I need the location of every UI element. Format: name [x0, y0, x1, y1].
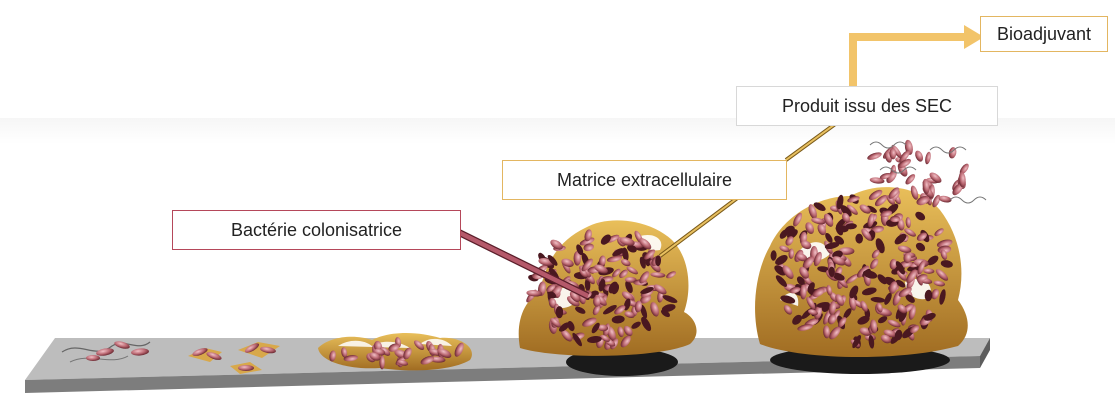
- label-bioadjuvant: Bioadjuvant: [980, 16, 1108, 52]
- flagellum: [930, 147, 966, 153]
- bacterium-cell: [924, 151, 932, 165]
- flagellum: [950, 197, 986, 203]
- label-extracellular-matrix: Matrice extracellulaire: [502, 160, 787, 200]
- bacterium-cell: [938, 195, 952, 204]
- arrow-to-bioadjuvant: [853, 25, 984, 88]
- label-eps-product: Produit issu des SEC: [736, 86, 998, 126]
- bacterium-cell: [556, 306, 564, 318]
- bacterium-cell: [914, 149, 925, 162]
- bacterium-cell: [866, 151, 882, 162]
- pointer-matrix-inner: [660, 196, 740, 256]
- stage-dispersal: [755, 139, 986, 374]
- label-colonizing-bacteria: Bactérie colonisatrice: [172, 210, 461, 250]
